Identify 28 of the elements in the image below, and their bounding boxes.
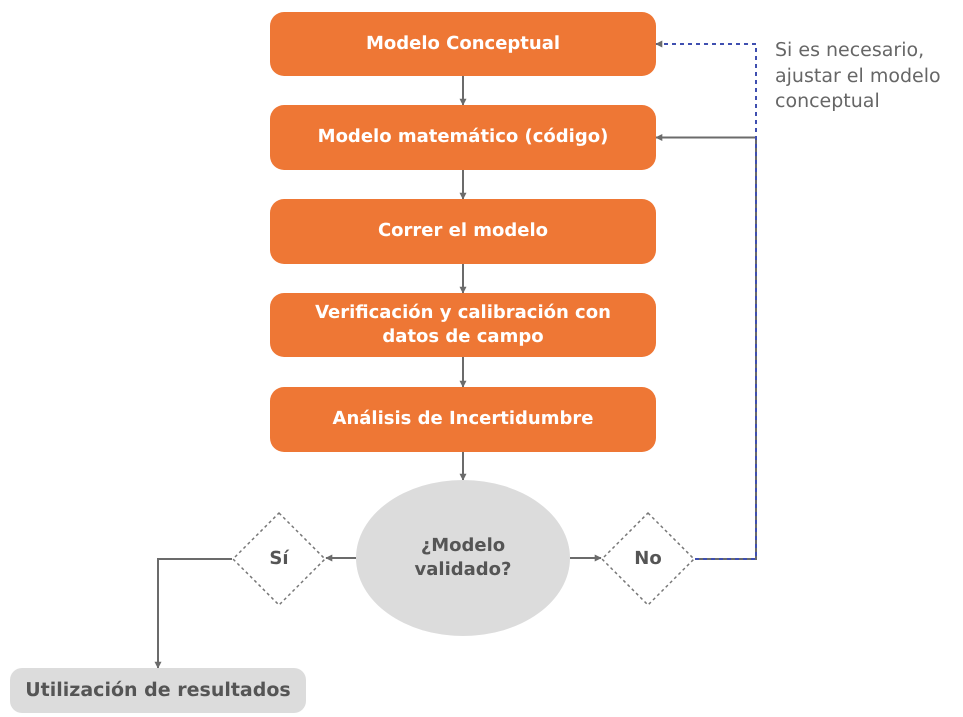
node-label: Análisis de Incertidumbre	[332, 407, 594, 432]
arrow	[460, 264, 466, 294]
arrow	[655, 134, 757, 560]
node-label: No	[634, 546, 662, 571]
decision-diamond	[601, 512, 695, 606]
arrow	[154, 558, 232, 669]
process-box	[270, 105, 656, 170]
arrow	[460, 76, 466, 106]
arrow	[325, 554, 356, 562]
process-box	[270, 387, 656, 452]
node-label: Correr el modelo	[378, 219, 548, 244]
decision-diamond	[232, 512, 326, 606]
arrow	[655, 40, 757, 560]
process-box	[270, 293, 656, 357]
node-label: Modelo matemático (código)	[318, 125, 608, 150]
node-label: Utilización de resultados	[25, 678, 291, 703]
node-label: Modelo Conceptual	[366, 32, 560, 56]
arrow	[570, 554, 602, 562]
note-text: Si es necesario, ajustar el modelo conceptual	[775, 38, 942, 114]
arrow	[460, 170, 466, 200]
node-label: Sí	[269, 546, 289, 571]
arrow	[460, 452, 466, 481]
node-label: ¿Modelo validado?	[414, 534, 512, 582]
node-label: Verificación y calibración con datos de campo	[314, 300, 612, 349]
result-box	[10, 668, 306, 713]
arrow	[460, 357, 466, 388]
process-box	[270, 199, 656, 264]
process-box	[270, 12, 656, 76]
